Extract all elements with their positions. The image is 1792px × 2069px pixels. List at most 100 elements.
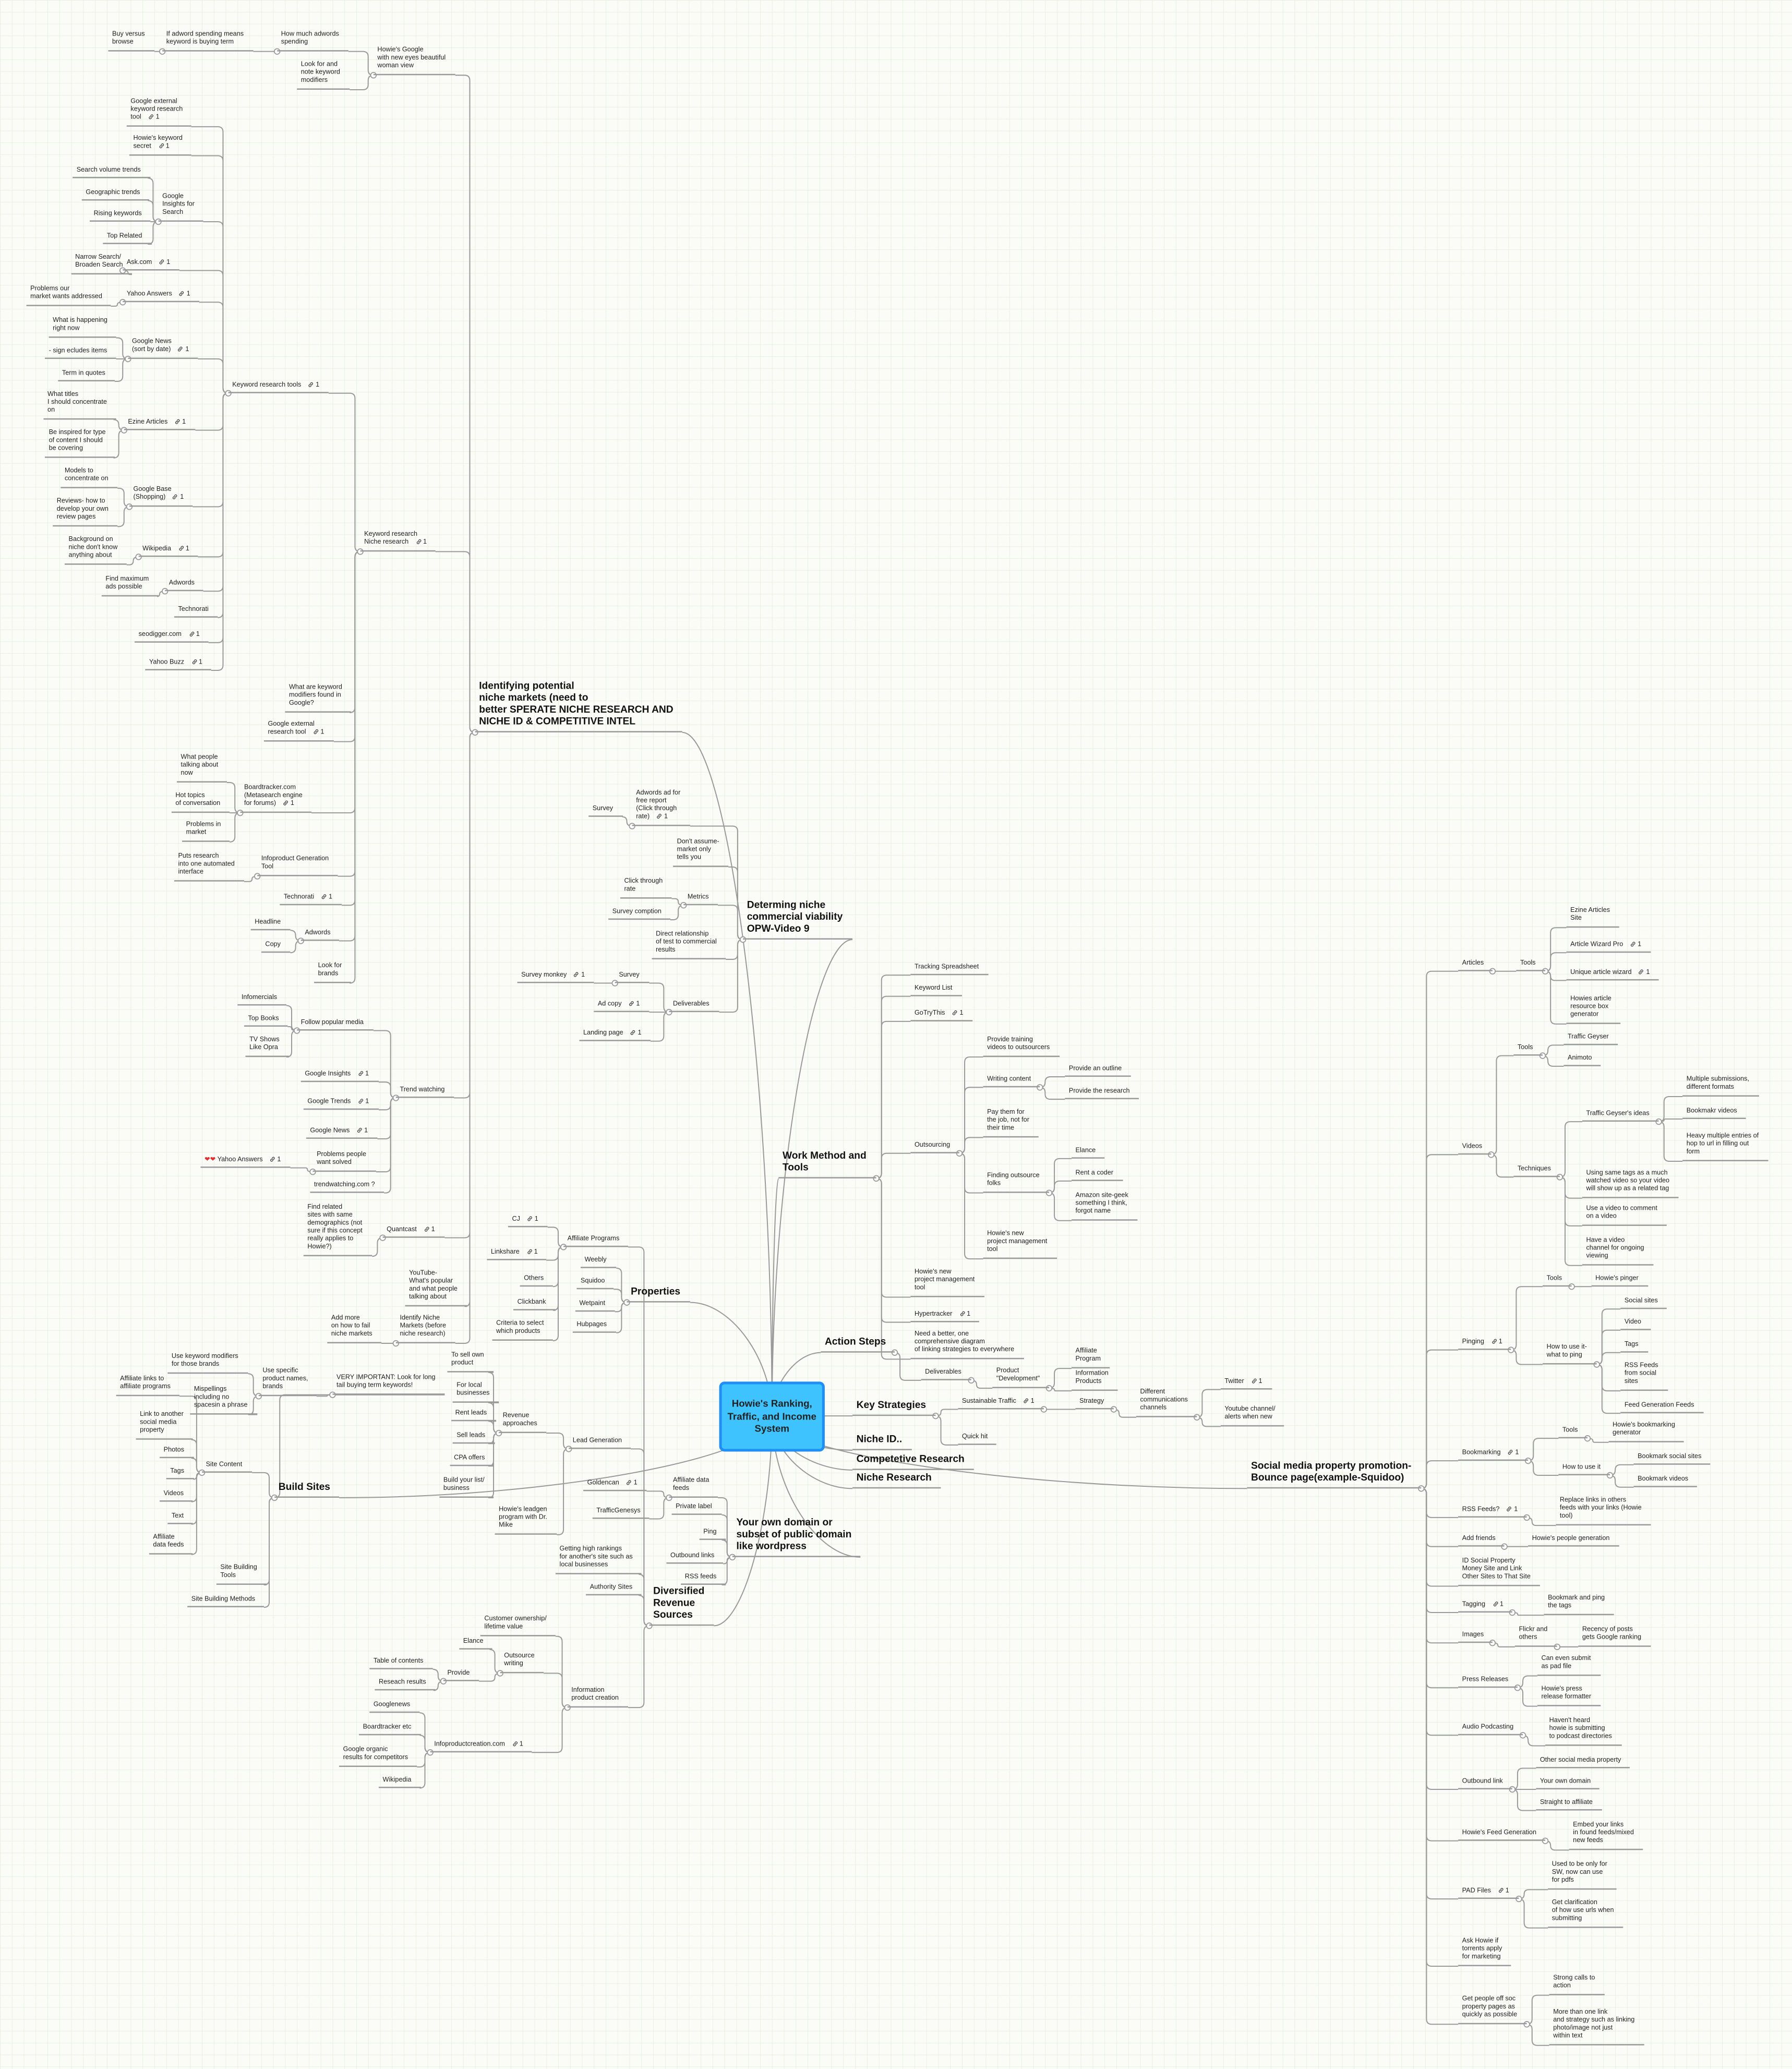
topic-d5[interactable]: RSS feeds: [681, 1573, 726, 1586]
topic-e1a2[interactable]: Mispellings including no spacesin a phra…: [190, 1386, 257, 1414]
topic-c1[interactable]: Affiliate Programs: [563, 1235, 629, 1248]
topic-f3[interactable]: Metrics: [683, 893, 718, 906]
topic-m12b[interactable]: Your own domain: [1536, 1777, 1600, 1790]
attachment-link[interactable]: 1: [312, 729, 324, 737]
topic-k7a[interactable]: What titles I should concentrate on: [43, 391, 116, 419]
topic-g4b2[interactable]: Provide the research: [1065, 1087, 1139, 1100]
topic-g4c[interactable]: Pay them for the job, not for their time: [983, 1109, 1039, 1137]
topic-g4d1[interactable]: Elance: [1071, 1147, 1105, 1160]
topic-a6[interactable]: Identify Niche Markets (before niche res…: [395, 1314, 455, 1343]
attachment-link[interactable]: 1: [174, 418, 186, 426]
attachment-link[interactable]: 1: [1638, 969, 1650, 977]
topic-f2[interactable]: Don't assume- market only tells you: [673, 838, 729, 867]
attachment-link[interactable]: 1: [1506, 1506, 1518, 1513]
attachment-link[interactable]: 1: [191, 658, 202, 666]
topic-a3a1[interactable]: Infomercials: [237, 994, 286, 1006]
attachment-link[interactable]: 1: [1023, 1398, 1035, 1405]
topic-c2a3[interactable]: Rent leads: [451, 1410, 496, 1422]
topic-k3d[interactable]: Top Related: [103, 232, 152, 245]
topic-m3b2[interactable]: Video: [1620, 1318, 1651, 1331]
topic-m2[interactable]: Videos: [1458, 1143, 1492, 1156]
topic-m9a[interactable]: Flickr and others: [1514, 1626, 1557, 1646]
attachment-link[interactable]: 1: [178, 290, 190, 298]
topic-g[interactable]: Work Method and Tools: [778, 1149, 876, 1178]
attachment-link[interactable]: 1: [628, 1000, 640, 1008]
topic-e1a1[interactable]: Use keyword modifiers for those brands: [167, 1353, 248, 1374]
topic-k8[interactable]: Google Base (Shopping)1: [129, 486, 193, 507]
topic-h1a[interactable]: Product "Development": [992, 1367, 1049, 1388]
attachment-link[interactable]: 1: [1507, 1449, 1519, 1457]
topic-g7[interactable]: Need a better, one comprehensive diagram…: [910, 1330, 1024, 1359]
topic-m2a2[interactable]: Animoto: [1564, 1054, 1602, 1067]
topic-m2b1a[interactable]: Multiple submissions, different formats: [1682, 1076, 1759, 1096]
topic-e2g[interactable]: Affiliate data feeds: [149, 1533, 194, 1554]
topic-k10a[interactable]: Find maximum ads possible: [101, 575, 159, 596]
collapse-toggle[interactable]: [271, 1494, 278, 1501]
topic-g4[interactable]: Outsourcing: [910, 1141, 959, 1154]
topic-g5[interactable]: Howie's new project management tool: [910, 1268, 984, 1297]
topic-cr[interactable]: Competetive Research: [852, 1453, 974, 1470]
topic-m6a[interactable]: Howie's people generation: [1528, 1535, 1619, 1547]
topic-m3a1[interactable]: Howie's pinger: [1591, 1274, 1648, 1288]
topic-h1a1[interactable]: Affiliate Program: [1071, 1348, 1110, 1368]
topic-e1a[interactable]: Use specific product names, brands: [258, 1367, 318, 1396]
topic-c2b[interactable]: Howie's leadgen program with Dr. Mike: [495, 1506, 557, 1534]
topic-c5b2b[interactable]: Reseach results: [375, 1679, 436, 1691]
topic-a3e[interactable]: Problems people want solved: [312, 1151, 376, 1172]
topic-a1a1[interactable]: If adword spending means keyword is buyi…: [162, 30, 253, 51]
topic-m4a1[interactable]: Howie's bookmarking generator: [1608, 1421, 1685, 1442]
attachment-link[interactable]: 1: [959, 1310, 970, 1318]
topic-m5[interactable]: RSS Feeds?1: [1458, 1506, 1527, 1519]
topic-d1[interactable]: Affiliate data feeds: [669, 1477, 719, 1497]
topic-a2b[interactable]: What are keyword modifiers found in Goog…: [285, 683, 352, 713]
topic-g4a[interactable]: Provide training videos to outsourcers: [983, 1036, 1060, 1057]
topic-a2g1[interactable]: Headline: [250, 919, 290, 931]
topic-c4[interactable]: Authority Sites: [586, 1583, 642, 1596]
attachment-link[interactable]: 1: [423, 1226, 435, 1234]
topic-g2[interactable]: Keyword List: [910, 984, 962, 997]
topic-m16[interactable]: Get people off soc property pages as qui…: [1458, 1995, 1526, 2024]
topic-h1[interactable]: Deliverables: [921, 1368, 971, 1381]
topic-nr[interactable]: Niche Research: [852, 1471, 941, 1489]
topic-m13a[interactable]: Embed your links in found feeds/mixed ne…: [1569, 1821, 1643, 1850]
topic-b2[interactable]: Squidoo: [576, 1278, 615, 1290]
topic-m2b1[interactable]: Traffic Geyser's ideas: [1582, 1110, 1659, 1123]
attachment-link[interactable]: 1: [178, 545, 189, 553]
attachment-link[interactable]: 1: [1250, 1378, 1262, 1386]
topic-i[interactable]: Key Strategies: [852, 1399, 935, 1416]
topic-a6a[interactable]: Add more on how to fail niche markets: [327, 1314, 382, 1343]
topic-i1a1b[interactable]: Youtube channel/ alerts when new: [1220, 1405, 1285, 1426]
collapse-toggle[interactable]: [472, 729, 478, 736]
attachment-link[interactable]: 1: [1630, 941, 1641, 949]
topic-m11[interactable]: Audio Podcasting: [1458, 1724, 1523, 1736]
topic-e[interactable]: Build Sites: [274, 1481, 340, 1498]
topic-k6c[interactable]: Term in quotes: [58, 369, 115, 382]
topic-m4b2[interactable]: Bookmark videos: [1633, 1475, 1698, 1488]
attachment-link[interactable]: 1: [626, 1479, 638, 1487]
attachment-link[interactable]: 1: [357, 1070, 369, 1078]
topic-j[interactable]: Niche ID..: [852, 1433, 911, 1450]
topic-a1[interactable]: Howie's Google with new eyes beautiful w…: [373, 46, 455, 75]
topic-m2b[interactable]: Techniques: [1513, 1165, 1560, 1178]
topic-d[interactable]: Your own domain or subset of public doma…: [732, 1516, 861, 1557]
topic-m11a[interactable]: Haven't heard howie is submitting to pod…: [1545, 1717, 1621, 1746]
topic-d2[interactable]: Private label: [671, 1503, 721, 1516]
topic-m6[interactable]: Add friends: [1458, 1535, 1505, 1547]
topic-e2a[interactable]: Affiliate links to affiliate programs: [116, 1375, 180, 1396]
topic-m16b[interactable]: More than one link and strategy such as …: [1549, 2008, 1644, 2046]
topic-e2f[interactable]: Text: [167, 1512, 193, 1525]
topic-i2[interactable]: Quick hit: [958, 1433, 997, 1446]
topic-m1a[interactable]: Tools: [1516, 959, 1545, 972]
topic-g4b[interactable]: Writing content: [983, 1076, 1040, 1088]
